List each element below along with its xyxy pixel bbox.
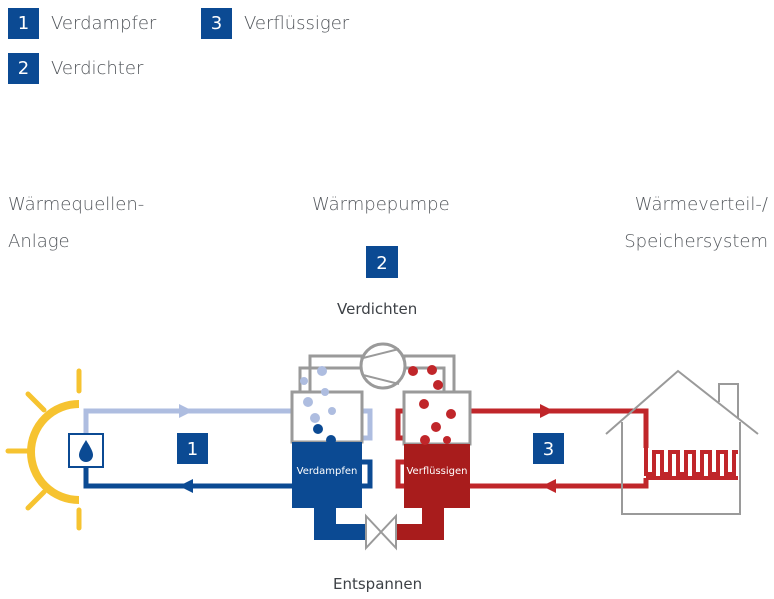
svg-text:3: 3 (543, 439, 554, 460)
house-icon (605, 369, 759, 515)
heat-distribution-header-line1: Wärmeverteil-/ (634, 194, 768, 215)
heat-distribution-header: Wärmeverteil-/ Speichersystem (624, 186, 768, 260)
heat-source-header-line1: Wärmequellen- (8, 194, 145, 215)
water-drop-icon (68, 433, 104, 468)
expansion-caption: Entspannen (333, 575, 423, 593)
evaporator-vessel: Verdampfen (290, 366, 366, 540)
arrow-left-icon (542, 479, 556, 493)
heat-distribution-header-line2: Speichersystem (624, 231, 768, 252)
legend-badge: 3 (201, 8, 232, 39)
legend-item-verfluessiger: 3 Verflüssiger (201, 8, 349, 39)
arrow-right-icon (540, 404, 554, 418)
heat-pump-header: Wärmpepumpe (312, 194, 450, 215)
legend-item-verdichter: 2 Verdichter (8, 53, 143, 84)
expansion-valve-icon (365, 513, 397, 551)
compress-caption: Verdichten (337, 300, 418, 318)
sun-icon (5, 368, 82, 531)
svg-text:1: 1 (187, 439, 198, 460)
radiator-icon (644, 448, 738, 480)
legend-badge: 2 (8, 53, 39, 84)
svg-text:Verflüssigen: Verflüssigen (406, 466, 467, 477)
heat-source-header-line2: Anlage (8, 231, 70, 252)
legend-label: Verdichter (51, 58, 144, 79)
legend-item-verdampfer: 1 Verdampfer (8, 8, 156, 39)
svg-text:2: 2 (376, 253, 387, 274)
compressor-badge: 2 (366, 246, 398, 278)
condenser-vessel: Verflüssigen (394, 365, 472, 540)
arrow-right-icon (179, 404, 193, 418)
heat-source-header: Wärmequellen- Anlage (8, 186, 144, 260)
svg-text:Verdampfen: Verdampfen (297, 466, 358, 477)
compressor-icon (359, 342, 407, 390)
legend-label: Verdampfer (51, 13, 157, 34)
arrow-left-icon (179, 479, 193, 493)
legend-label: Verflüssiger (244, 13, 350, 34)
legend-badge: 1 (8, 8, 39, 39)
condenser-badge: 3 (533, 433, 564, 464)
evaporator-badge: 1 (177, 433, 208, 464)
